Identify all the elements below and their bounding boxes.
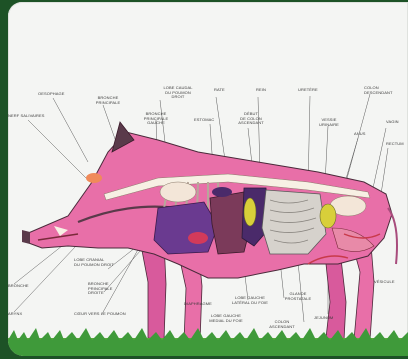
label-anus: ANUS [354, 132, 366, 137]
label-estomac: ESTOMAC [194, 118, 214, 123]
label-colon-ascendant: COLON ASCENDANT [266, 320, 298, 329]
label-jejunum: JEJUNUM [314, 316, 333, 321]
label-lobe-caudal-poumon-droit: LOBE CAUDAL DU POUMON DROIT [158, 86, 198, 100]
label-bronche-principale-droite: BRONCHE PRINCIPALE DROITE [88, 282, 113, 296]
label-rein: REIN [256, 88, 266, 93]
label-vessie-urinaire: VESSIE URINAIRE [314, 118, 344, 127]
label-lobe-gauche-lateral-foie: LOBE GAUCHE LATÉRAL du FOIE [228, 296, 272, 305]
grass [8, 328, 408, 356]
label-vagin: VAGIN [386, 120, 399, 125]
anatomy-board: OESOPHAGE BRONCHE PRINCIPALE LOBE CAUDAL… [8, 2, 408, 356]
label-diaphragme: DIAPHRAGME [184, 302, 212, 307]
label-left-edge-bronche: BRONCHE [8, 284, 29, 289]
label-glande-prostatale: GLANDE PROSTATALE [280, 292, 316, 301]
label-vesicule: VÉSICULE [374, 280, 395, 285]
label-lobe-cranial-poumon-droit: LOBE CRANIAL DU POUMON DROIT [74, 258, 114, 267]
label-colon-descendant: COLON DESCENDANT [364, 86, 408, 95]
label-bronche-principale: BRONCHE PRINCIPALE [90, 96, 126, 105]
label-left-edge-arynx: ARYNX [8, 312, 22, 317]
label-oesophage: OESOPHAGE [38, 92, 64, 97]
label-bronche-principale-gauche: BRONCHE PRINCIPALE GAUCHE [138, 112, 174, 126]
label-coeur: CŒUR vers le POUMON [74, 312, 126, 317]
label-lobe-gauche-median-foie: LOBE GAUCHE MEDIAL du FOIE [204, 314, 248, 323]
label-uretere: URETÈRE [298, 88, 318, 93]
label-debut-colon-ascendant: DÉBUT DE COLON ASCENDANT [234, 112, 268, 126]
label-rectum: RECTUM [386, 142, 404, 147]
label-rate: RATE [214, 88, 225, 93]
label-nerf-salivaires: NERF SALIVAIRES [8, 114, 45, 119]
